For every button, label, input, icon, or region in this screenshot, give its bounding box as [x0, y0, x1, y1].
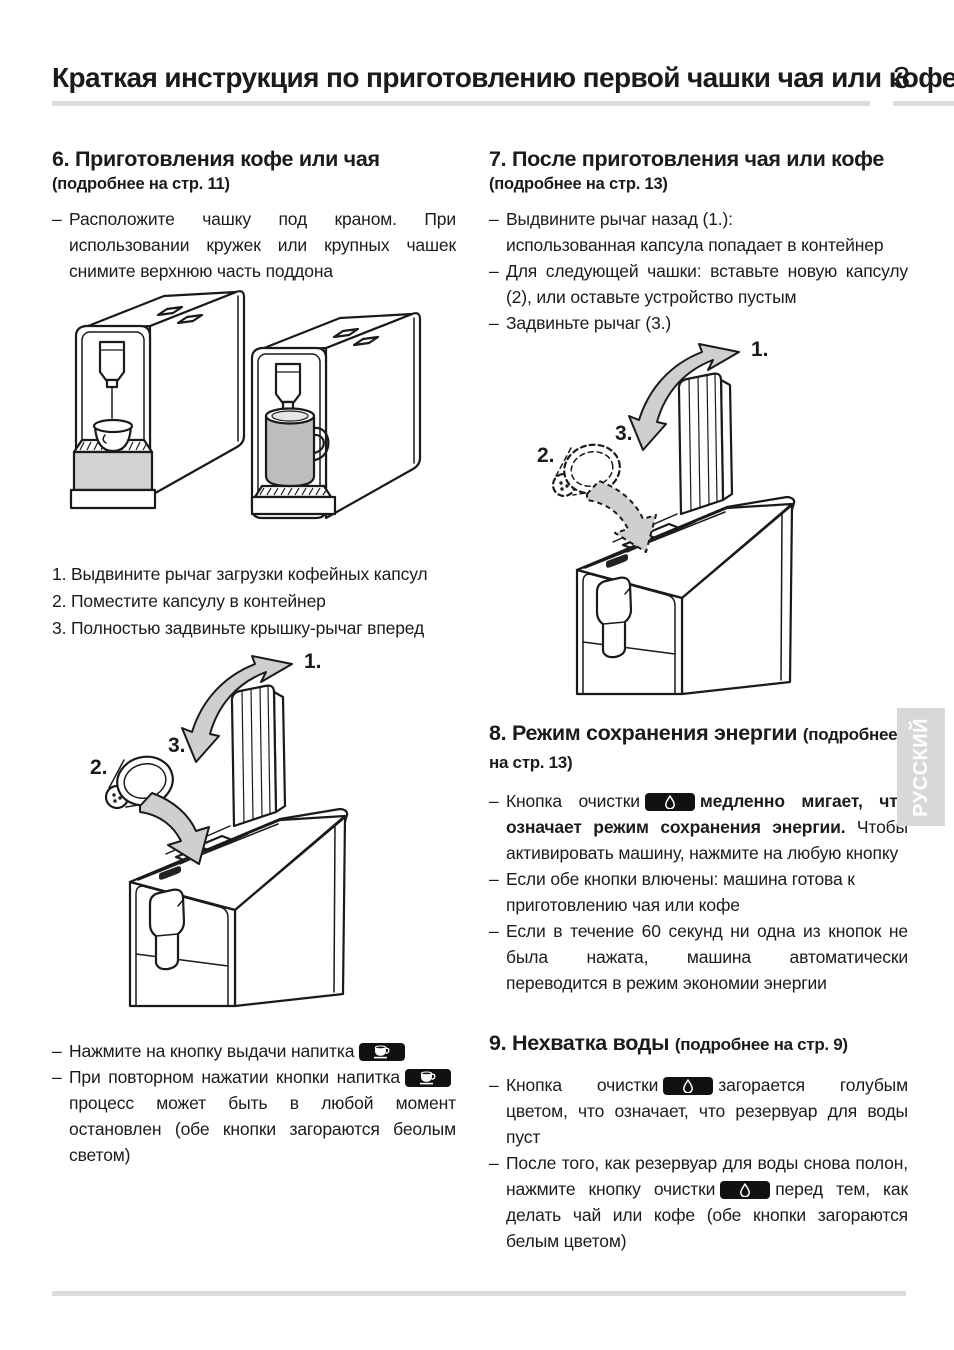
illustration-label-3: 3. [615, 422, 633, 445]
step-item: 2. Поместите капсулу в контейнер [52, 591, 326, 611]
clean-button [644, 793, 695, 811]
capsule-insert-arrow [139, 792, 210, 865]
droplet-icon [683, 1079, 694, 1093]
page-number: 3 [893, 60, 911, 95]
capsule-eject-illustration: 1. 3. 2. [517, 338, 892, 706]
clean-button [663, 1077, 714, 1095]
machine-dispensing-illustration [60, 286, 450, 548]
coffee-machines-drawing [69, 290, 422, 520]
clean-button [720, 1181, 771, 1199]
section-8-heading: 8. Режим сохранения энергии (подробнее н… [489, 721, 898, 772]
language-tab-label: РУССКИЙ [909, 717, 932, 817]
lever-motion-arrow [181, 655, 293, 763]
illustration-label-2: 2. [90, 756, 108, 779]
step-item: 3. Полностью задвиньте крышку-рычаг впер… [52, 618, 425, 638]
cup-icon [420, 1071, 436, 1085]
section-9-heading: 9. Нехватка воды (подробнее на стр. 9) [489, 1031, 848, 1055]
footer-rule [52, 1291, 906, 1296]
list-item: – Если обе кнопки влючены: машина готова… [489, 869, 855, 915]
list-item: – Задвиньте рычаг (3.) [489, 313, 672, 333]
beverage-button [405, 1069, 451, 1087]
list-item: – Выдвините рычаг назад (1.): использова… [489, 209, 884, 255]
capsule-lever-illustration: 1. 3. 2. [70, 650, 445, 1018]
machine-small-cup [69, 290, 246, 510]
section-6-steps: 1. Выдвините рычаг загрузки кофейных кап… [52, 561, 456, 642]
machine-top [575, 495, 796, 696]
left-column: 6. Приготовления кофе или чая (подробнее… [52, 146, 456, 1168]
language-tab: РУССКИЙ [897, 708, 945, 826]
section-6-bullets: – Расположите чашку под краном. При испо… [52, 206, 456, 284]
illustration-label-3: 3. [168, 734, 186, 757]
header-rule-page-number [893, 101, 954, 106]
illustration-label-1: 1. [304, 650, 322, 673]
capsule-lever-blade [230, 684, 287, 828]
list-item: – После того, как резервуар для воды сно… [489, 1153, 908, 1251]
section-7-heading-note: (подробнее на стр. 13) [489, 175, 668, 193]
right-column: 7. После приготовления чая или кофе (под… [489, 146, 908, 1254]
lever-drawing [551, 343, 796, 696]
section-6-button-bullets: – Нажмите на кнопку выдачи напитка – При… [52, 1038, 456, 1168]
beverage-button [359, 1043, 406, 1061]
header-rule [52, 101, 870, 106]
capsule-insert-arrow [586, 480, 657, 553]
cup-icon [374, 1045, 390, 1059]
list-item: – При повторном нажатии кнопки напитка п… [52, 1067, 456, 1165]
illustration-label-1: 1. [751, 338, 769, 361]
list-item: – Для следующей чашки: вставьте новую ка… [489, 261, 908, 307]
droplet-icon [664, 795, 675, 809]
section-7-bullets: – Выдвините рычаг назад (1.): использова… [489, 206, 908, 336]
capsule-drawing [551, 443, 621, 498]
page-title: Краткая инструкция по приготовлению перв… [52, 62, 954, 93]
machine-large-mug [250, 312, 422, 520]
list-item: – Нажмите на кнопку выдачи напитка [52, 1038, 456, 1064]
section-7-heading: 7. После приготовления чая или кофе [489, 147, 885, 171]
illustration-label-2: 2. [537, 444, 555, 467]
list-item: – Если в течение 60 секунд ни одна из кн… [489, 921, 908, 993]
section-9-heading-note: (подробнее на стр. 9) [674, 1035, 848, 1054]
section-6-heading-note: (подробнее на стр. 11) [52, 175, 230, 193]
lever-motion-arrow [628, 343, 740, 451]
step-item: 1. Выдвините рычаг загрузки кофейных кап… [52, 564, 428, 584]
section-6-heading: 6. Приготовления кофе или чая [52, 147, 380, 171]
capsule-lever-blade [677, 372, 734, 516]
droplet-icon [740, 1183, 751, 1197]
machine-top [128, 807, 349, 1008]
list-item: – Расположите чашку под краном. При испо… [52, 209, 456, 281]
capsule-drawing [104, 755, 174, 810]
section-8-heading-note: (подробнее на стр. 13) [489, 725, 898, 772]
lever-drawing [104, 655, 349, 1008]
